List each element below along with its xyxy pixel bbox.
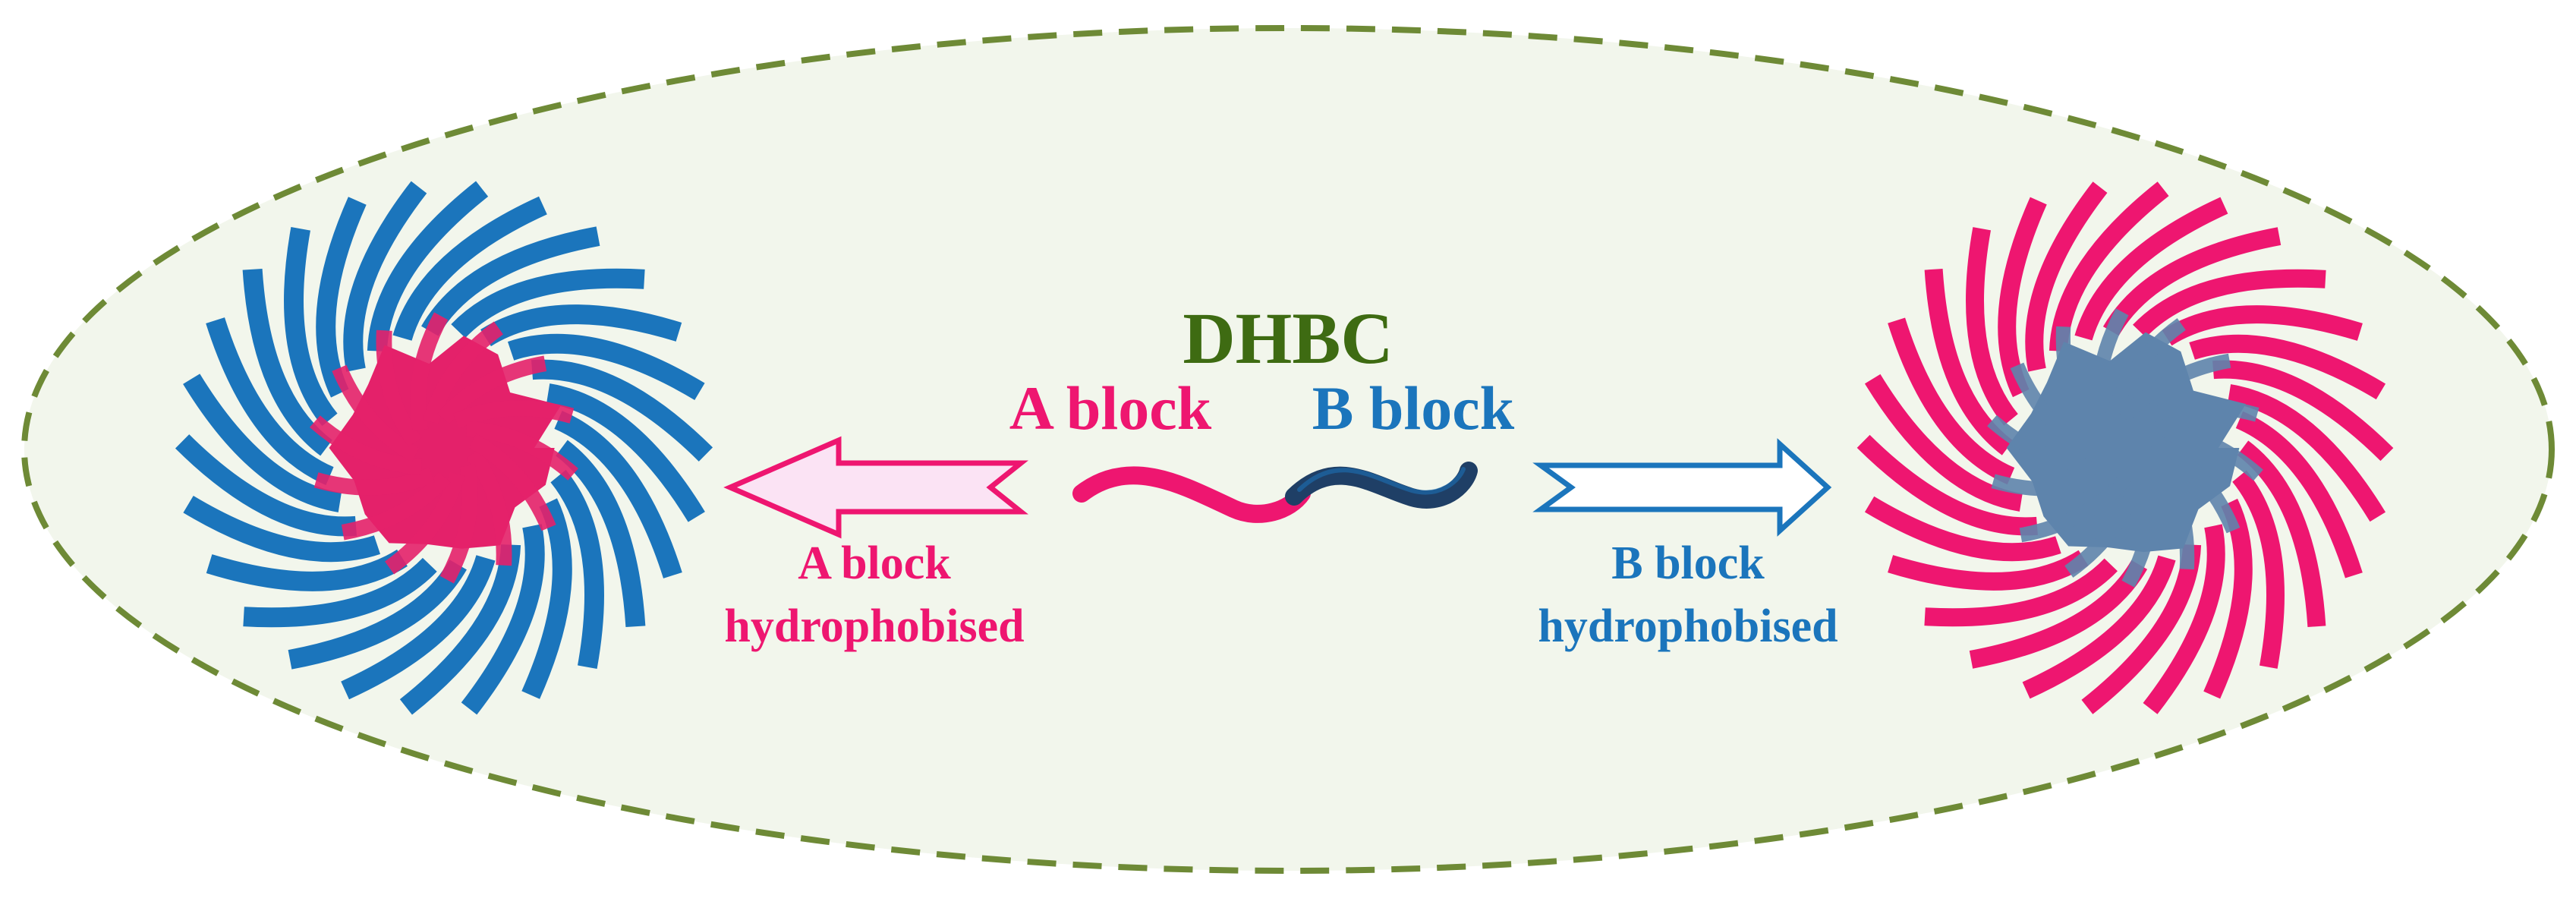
arrow-left-a-block (723, 436, 1028, 539)
corona-arm (1864, 374, 2023, 512)
core-segment (313, 467, 436, 496)
core-segment (2019, 473, 2132, 543)
center-label-b-block: B block (1312, 374, 1515, 443)
corona-arm (1888, 317, 2015, 485)
corona-arm (183, 496, 381, 563)
corona-arm (2189, 334, 2386, 400)
corona-arm (1864, 496, 2061, 562)
core-segment (2104, 318, 2186, 424)
diblock-copolymer-strand (1072, 462, 1478, 523)
core-segment (2055, 326, 2102, 446)
corona-arm (2212, 360, 2394, 462)
corona-arm (555, 440, 646, 628)
center-label-a-block: A block (1009, 374, 1212, 443)
core-segment (2091, 308, 2129, 431)
corona-arm (288, 560, 467, 670)
corona-arm (392, 196, 547, 341)
corona-arm (1856, 434, 2038, 536)
left-caption-line1: A block (798, 537, 951, 589)
core-segment (423, 321, 504, 424)
corona-arm (2143, 524, 2225, 714)
core-segment (384, 471, 465, 575)
corona-arm (461, 524, 545, 715)
a-block-strand (1072, 466, 1311, 523)
corona-arm (242, 268, 333, 456)
core-segment (466, 421, 578, 481)
core-segment (2121, 465, 2159, 588)
corona-arm (367, 181, 489, 352)
corona-arm (1888, 550, 2089, 591)
corona-arm (2235, 411, 2363, 578)
corona-arm (2237, 440, 2326, 627)
corona-arm (343, 181, 427, 372)
micelle-a-block-hydrophobised (175, 181, 713, 715)
core-segment (439, 464, 478, 584)
core-segment (1991, 468, 2116, 496)
core-segment (2118, 353, 2231, 423)
corona-arm (546, 383, 705, 522)
corona-arm (2022, 555, 2176, 699)
right-caption-line2: hydrophobised (1538, 601, 1838, 652)
corona-arm (531, 359, 713, 462)
core-segment (332, 364, 420, 462)
corona-arm (183, 374, 342, 512)
corona-arm (316, 197, 367, 398)
corona-arm (2162, 305, 2363, 346)
corona-arm (2025, 181, 2108, 372)
core-segment (2134, 399, 2260, 427)
b-block-strand (1285, 462, 1478, 509)
right-caption-line1: B block (1611, 537, 1765, 589)
core-segment (2151, 433, 2241, 534)
core-segment (410, 312, 449, 432)
dhbc-title: DHBC (1183, 298, 1393, 379)
corona-arm (2133, 269, 2326, 338)
core-segment (468, 433, 556, 531)
arrow-right-b-block (1532, 438, 1832, 537)
background-ellipse (21, 25, 2555, 874)
corona-arm (2232, 470, 2285, 669)
core-segment (2149, 449, 2195, 570)
corona-arm (1924, 269, 2014, 456)
core-segment (2010, 362, 2099, 462)
core-segment (310, 415, 422, 475)
corona-arm (1924, 558, 2118, 627)
corona-arm (421, 226, 600, 336)
corona-arm (243, 557, 437, 628)
core-segment (452, 400, 575, 429)
corona-arm (2074, 197, 2228, 341)
corona-arm (399, 544, 521, 715)
corona-arm (206, 549, 408, 591)
micelle-b-block-hydrophobised (1856, 181, 2394, 714)
core-segment (466, 449, 512, 566)
corona-arm (206, 317, 334, 486)
corona-arm (2228, 384, 2386, 522)
b-block-strand-highlight (1297, 467, 1466, 495)
corona-arm (341, 555, 496, 700)
core-segment (341, 471, 451, 541)
core-segment (2064, 472, 2146, 578)
corona-arm (175, 434, 357, 537)
corona-arm (451, 268, 645, 339)
corona-arm (1966, 227, 2018, 426)
corona-arm (554, 410, 682, 578)
core-segment (437, 355, 547, 424)
corona-arm (550, 469, 604, 669)
corona-arm (284, 227, 338, 427)
corona-arm (480, 304, 682, 347)
corona-arm (507, 333, 705, 400)
corona-arm (521, 498, 572, 699)
core-segment (2148, 421, 2263, 481)
core-segment (1987, 415, 2102, 475)
left-caption-line2: hydrophobised (724, 601, 1024, 652)
core-segment (376, 329, 422, 447)
